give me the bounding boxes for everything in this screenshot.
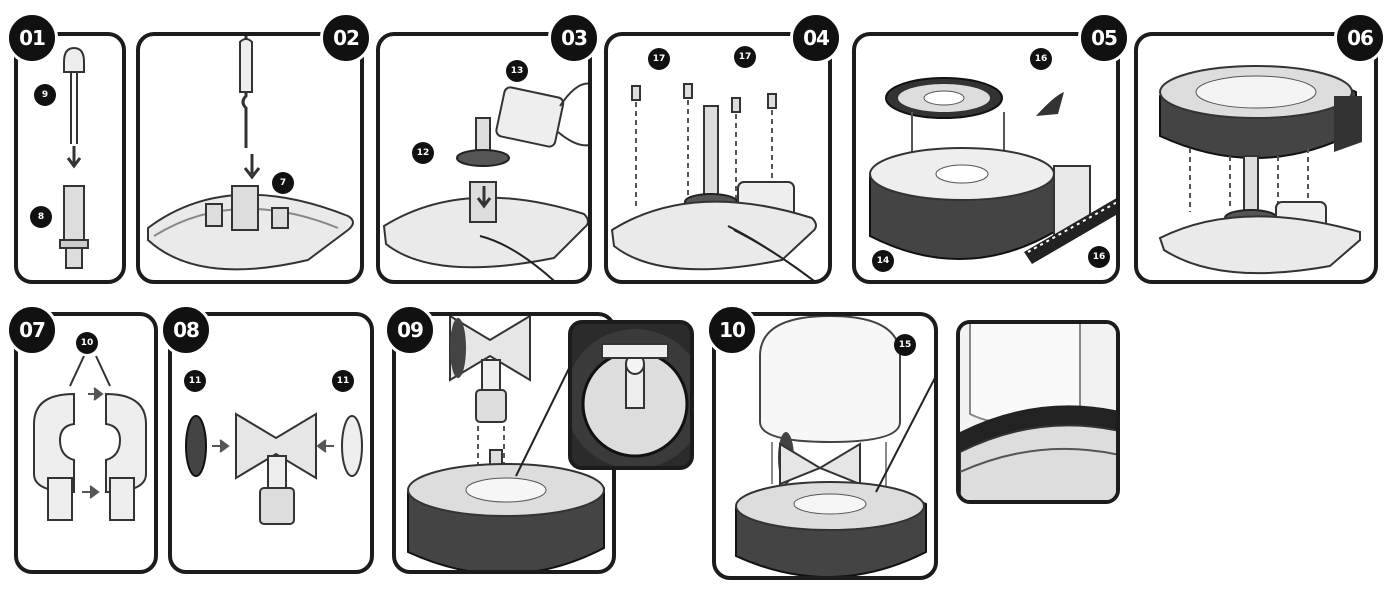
part-label: 14 bbox=[872, 250, 894, 272]
step-badge: 05 bbox=[1078, 12, 1130, 64]
step-badge: 03 bbox=[548, 12, 600, 64]
part-label: 16 bbox=[1030, 48, 1052, 70]
step-10-panel bbox=[712, 312, 938, 580]
step-badge: 09 bbox=[384, 304, 436, 356]
step-badge: 01 bbox=[6, 12, 58, 64]
step-07-panel bbox=[14, 312, 158, 574]
step-badge: 06 bbox=[1334, 12, 1386, 64]
step-03-panel bbox=[376, 32, 592, 284]
dome-seal-closeup-drawing bbox=[960, 324, 1116, 500]
detail-closeup-drawing bbox=[572, 329, 690, 466]
part-label: 16 bbox=[1088, 246, 1110, 268]
step-10-detail-inset bbox=[956, 320, 1120, 504]
step-06-panel bbox=[1134, 32, 1378, 284]
lens-caps-drawing bbox=[185, 412, 363, 525]
step-badge: 07 bbox=[6, 304, 58, 356]
dome-cover-drawing bbox=[735, 316, 934, 576]
step-badge: 10 bbox=[706, 304, 758, 356]
part-label: 13 bbox=[506, 60, 528, 82]
step-badge: 02 bbox=[320, 12, 372, 64]
led-bulb-and-holder-drawing bbox=[59, 46, 89, 269]
step-05-panel bbox=[852, 32, 1120, 284]
step-badge: 08 bbox=[160, 304, 212, 356]
part-label: 17 bbox=[734, 46, 756, 68]
step-09-detail-inset bbox=[568, 320, 694, 470]
part-label: 12 bbox=[412, 142, 434, 164]
part-label: 10 bbox=[76, 332, 98, 354]
part-label: 11 bbox=[184, 370, 206, 392]
part-label: 7 bbox=[272, 172, 294, 194]
step-01-panel bbox=[14, 32, 126, 284]
housing-on-base-drawing bbox=[1158, 65, 1362, 275]
part-label: 9 bbox=[34, 84, 56, 106]
base-plate-drawing bbox=[147, 36, 354, 271]
gear-and-motor-drawing bbox=[382, 82, 588, 280]
step-badge: 04 bbox=[790, 12, 842, 64]
part-label: 17 bbox=[648, 48, 670, 70]
step-04-panel bbox=[604, 32, 832, 284]
screws-assembly-drawing bbox=[610, 83, 817, 280]
housing-and-reflector-drawing bbox=[869, 77, 1116, 264]
step-08-panel bbox=[168, 312, 374, 574]
part-label: 15 bbox=[894, 334, 916, 356]
part-label: 11 bbox=[332, 370, 354, 392]
lens-onto-housing-drawing bbox=[407, 316, 605, 570]
part-label: 8 bbox=[30, 206, 52, 228]
step-02-panel bbox=[136, 32, 364, 284]
split-lens-holder-drawing bbox=[33, 355, 147, 521]
